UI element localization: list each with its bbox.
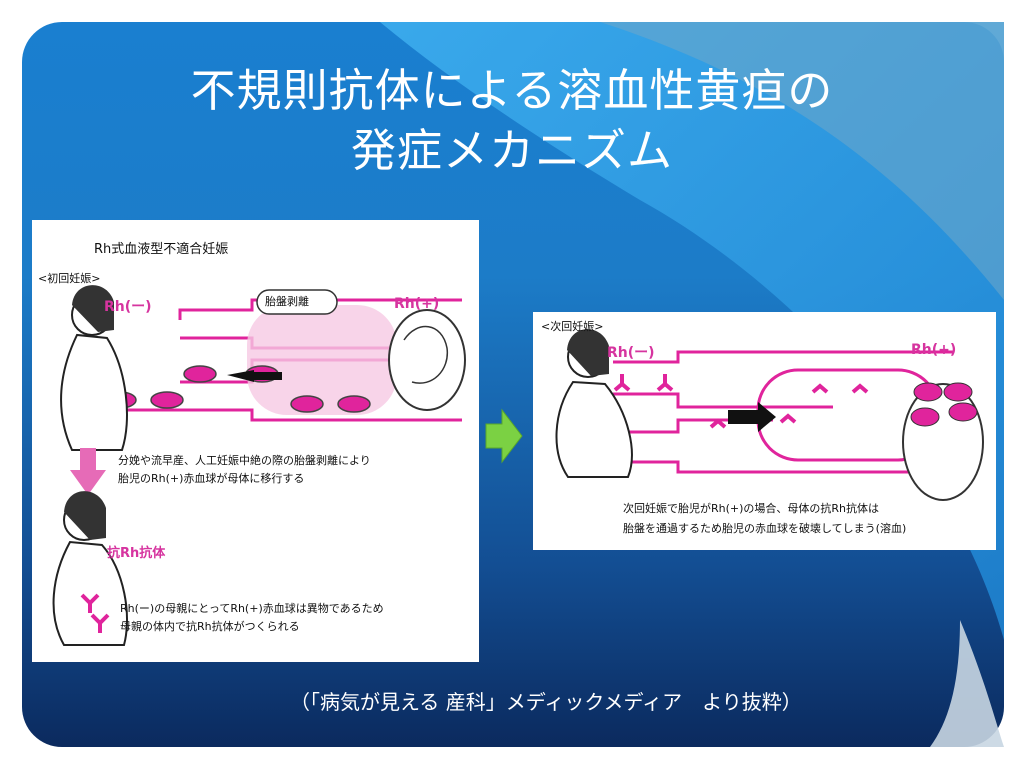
slide-title-line2: 発症メカニズム xyxy=(350,124,673,177)
right-rh-negative-label: Rh(ー) xyxy=(607,345,655,361)
left-section-label: <初回妊娠> xyxy=(38,272,101,285)
left-figure-panel: Rh式血液型不適合妊娠 <初回妊娠> Rh(ー) Rh(+) 胎盤剥離 分娩や流… xyxy=(32,220,479,662)
left-rh-negative-label: Rh(ー) xyxy=(104,299,152,315)
anti-rh-antibody-label: 抗Rh抗体 xyxy=(107,546,166,561)
right-section-label: <次回妊娠> xyxy=(541,320,604,333)
left-figure-illustration xyxy=(52,285,466,646)
green-arrow-icon xyxy=(485,408,523,464)
right-caption-line2: 胎盤を通過するため胎児の赤血球を破壊してしまう(溶血) xyxy=(623,522,907,535)
source-citation: （「病気が見える 産科」メディックメディア より抜粋） xyxy=(290,690,802,714)
left-caption1-line1: 分娩や流早産、人工妊娠中絶の際の胎盤剥離により xyxy=(118,454,371,467)
slide-title-line1: 不規則抗体による溶血性黄疸の xyxy=(190,64,834,117)
right-figure-illustration xyxy=(555,329,984,501)
left-caption2-line2: 母親の体内で抗Rh抗体がつくられる xyxy=(120,620,300,633)
left-caption1-line2: 胎児のRh(+)赤血球が母体に移行する xyxy=(118,472,305,485)
right-figure-panel: <次回妊娠> Rh(ー) Rh(+) 次回妊娠で胎児がRh(+)の場合、母体の抗… xyxy=(533,312,996,550)
left-caption2-line1: Rh(ー)の母親にとってRh(+)赤血球は異物であるため xyxy=(120,602,384,615)
placenta-abruption-label: 胎盤剥離 xyxy=(265,295,309,308)
left-figure-heading: Rh式血液型不適合妊娠 xyxy=(94,242,229,257)
right-rh-positive-label: Rh(+) xyxy=(911,342,957,358)
right-caption-line1: 次回妊娠で胎児がRh(+)の場合、母体の抗Rh抗体は xyxy=(623,502,880,515)
left-rh-positive-label: Rh(+) xyxy=(394,296,440,312)
